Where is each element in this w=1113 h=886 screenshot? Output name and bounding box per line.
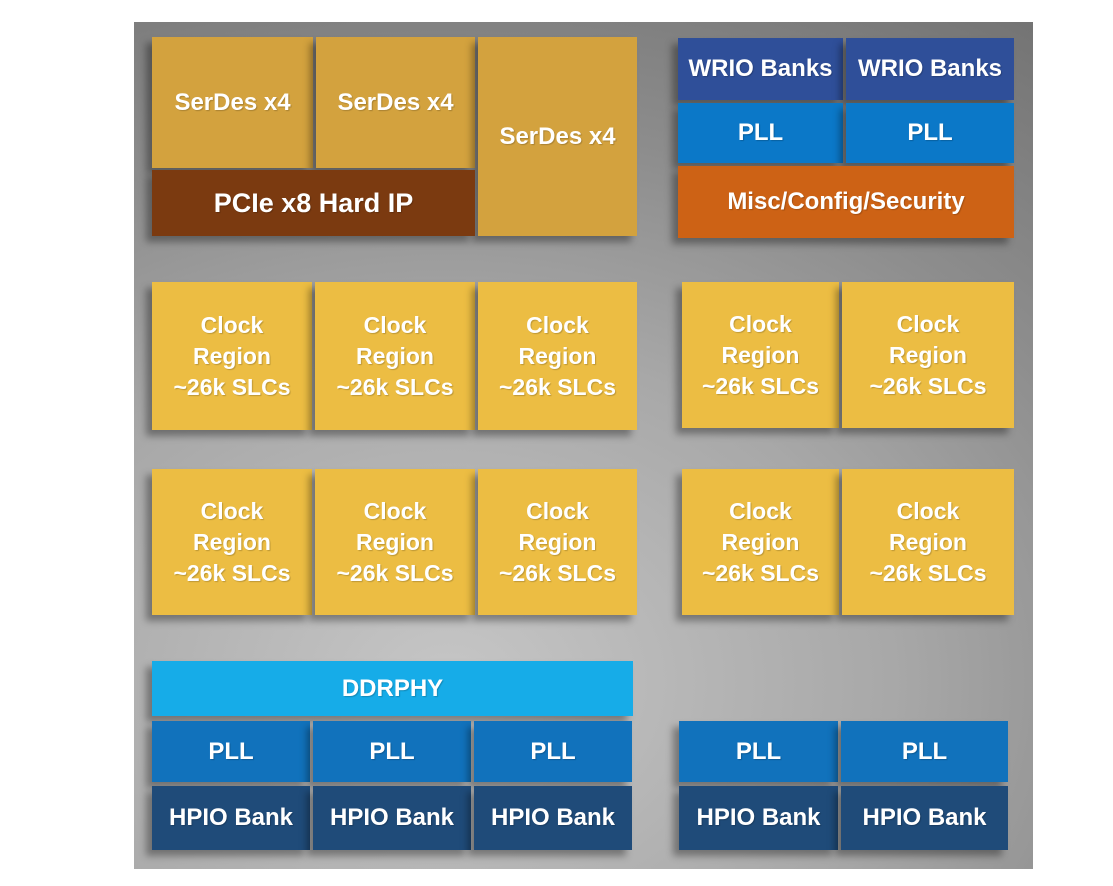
clock-region-block-8: Clock Region ~26k SLCs — [478, 469, 637, 615]
clock-region-block-5: Clock Region ~26k SLCs — [842, 282, 1014, 428]
serdes-x4-block-3: SerDes x4 — [478, 37, 637, 236]
clock-region-block-3: Clock Region ~26k SLCs — [478, 282, 637, 430]
clock-region-block-2: Clock Region ~26k SLCs — [315, 282, 475, 430]
pll-block-bottom-left-3: PLL — [474, 721, 632, 782]
pll-block-bottom-left-2: PLL — [313, 721, 471, 782]
clock-region-block-9: Clock Region ~26k SLCs — [682, 469, 839, 615]
pll-block-top-right-1: PLL — [678, 103, 843, 163]
pll-block-top-right-2: PLL — [846, 103, 1014, 163]
pcie-x8-hard-ip-block: PCIe x8 Hard IP — [152, 170, 475, 236]
pll-block-bottom-left-1: PLL — [152, 721, 310, 782]
hpio-bank-block-left-1: HPIO Bank — [152, 786, 310, 850]
wrio-banks-block-1: WRIO Banks — [678, 38, 843, 100]
hpio-bank-block-right-2: HPIO Bank — [841, 786, 1008, 850]
pll-block-bottom-right-1: PLL — [679, 721, 838, 782]
serdes-x4-block-1: SerDes x4 — [152, 37, 313, 168]
clock-region-block-10: Clock Region ~26k SLCs — [842, 469, 1014, 615]
hpio-bank-block-left-2: HPIO Bank — [313, 786, 471, 850]
pll-block-bottom-right-2: PLL — [841, 721, 1008, 782]
clock-region-block-7: Clock Region ~26k SLCs — [315, 469, 475, 615]
serdes-x4-block-2: SerDes x4 — [316, 37, 475, 168]
hpio-bank-block-right-1: HPIO Bank — [679, 786, 838, 850]
clock-region-block-6: Clock Region ~26k SLCs — [152, 469, 312, 615]
ddrphy-block: DDRPHY — [152, 661, 633, 716]
clock-region-block-1: Clock Region ~26k SLCs — [152, 282, 312, 430]
hpio-bank-block-left-3: HPIO Bank — [474, 786, 632, 850]
wrio-banks-block-2: WRIO Banks — [846, 38, 1014, 100]
clock-region-block-4: Clock Region ~26k SLCs — [682, 282, 839, 428]
misc-config-security-block: Misc/Config/Security — [678, 166, 1014, 238]
